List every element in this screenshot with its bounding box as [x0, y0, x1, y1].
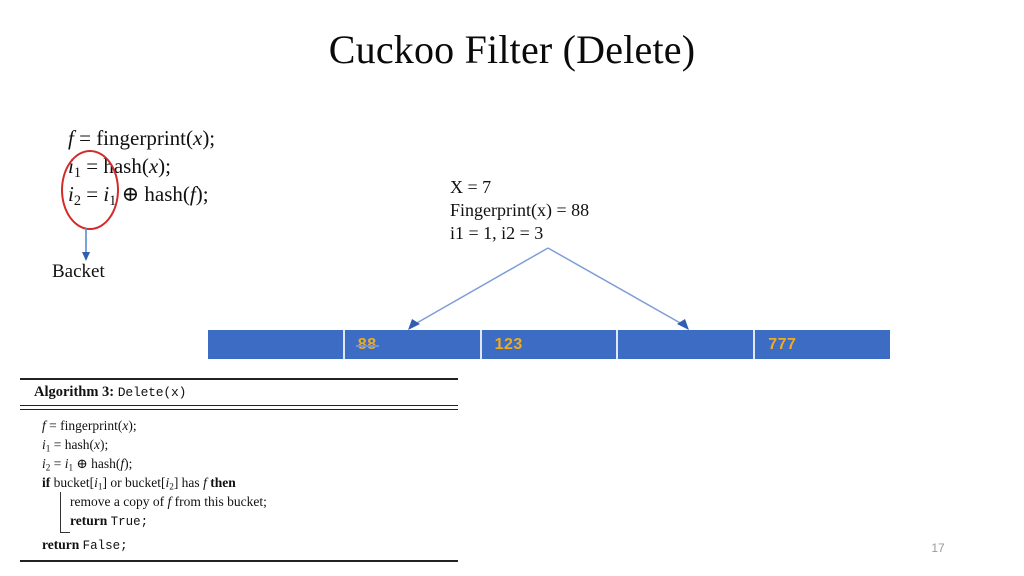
algo-keyword-then: then: [210, 475, 236, 490]
page-number: 17: [931, 541, 945, 555]
algorithm-line-6: return True;: [20, 511, 458, 530]
algorithm-line-1: f = fingerprint(x);: [20, 416, 458, 435]
algo-keyword-return-true: return: [70, 513, 108, 528]
formula-arg-x-2: x: [148, 154, 159, 178]
bucket-cell-2-value: 123: [494, 335, 523, 353]
formula-rhs-i1: i: [103, 182, 110, 206]
algo-l4-i1: i: [94, 475, 98, 490]
formula-equals-3: =: [86, 182, 99, 206]
algorithm-line-2: i1 = hash(x);: [20, 435, 458, 454]
backet-arrow-icon: [82, 228, 90, 261]
algo-l2-sub: 1: [45, 443, 51, 454]
algo-l4-has: ] has: [173, 475, 200, 490]
algo-l5-post: from this bucket;: [174, 494, 267, 509]
algorithm-line-4: if bucket[i1] or bucket[i2] has f then: [20, 473, 458, 492]
formula-line-3: i2 = i1 ⊕ hash(f);: [68, 180, 215, 209]
formula-fn-fingerprint: fingerprint(: [96, 126, 193, 150]
algo-l3-eq: =: [53, 456, 62, 471]
algo-l2-var: i: [42, 437, 46, 452]
algo-l5-pre: remove a copy of: [70, 494, 165, 509]
formula-line-2: i1 = hash(x);: [68, 152, 215, 181]
algo-l3-var2: i: [64, 456, 69, 471]
bucket-cell-4-value: 777: [768, 335, 797, 353]
algorithm-rule-top: [20, 378, 458, 380]
algorithm-box: Algorithm 3: Delete(x) f = fingerprint(x…: [20, 378, 458, 562]
formula-xor-operator: ⊕: [121, 182, 140, 206]
algo-l2-eq: =: [53, 437, 62, 452]
algo-l4-i1sub: 1: [97, 481, 103, 492]
example-line-fingerprint: Fingerprint(x) = 88: [450, 200, 590, 220]
example-line-x: X = 7: [450, 177, 492, 197]
formula-arg-f: f: [189, 182, 196, 206]
algo-l1-arg: x: [122, 418, 129, 433]
bucket-cell-1-value: 88: [355, 335, 379, 353]
formula-sub-2: 2: [73, 192, 81, 209]
formula-fn-hash: hash(: [103, 154, 149, 178]
backet-label: Backet: [52, 261, 105, 282]
algo-l1-end: );: [128, 418, 137, 433]
algo-l3-end: );: [124, 456, 133, 471]
branch-arrows-icon: [408, 247, 689, 330]
algo-l2-fn: hash(: [64, 437, 94, 452]
formula-line-1: f = fingerprint(x);: [68, 124, 215, 152]
formula-sub-1: 1: [73, 164, 81, 181]
algo-value-false: False;: [82, 539, 128, 553]
algo-l3-arg: f: [120, 456, 125, 471]
algo-l5-f: f: [167, 494, 172, 509]
algo-l2-end: );: [99, 437, 109, 452]
algo-l3-sub: 2: [45, 462, 51, 473]
formula-var-i2: i: [68, 182, 74, 206]
bucket-cell-1[interactable]: 88: [344, 330, 482, 359]
algorithm-rule-mid: [20, 405, 458, 410]
formula-line3-end: );: [195, 182, 209, 206]
algorithm-block-bracket: [60, 492, 70, 533]
algo-l1-eq: =: [49, 418, 57, 433]
algo-l1-fn: fingerprint(: [60, 418, 123, 433]
algorithm-label: Algorithm 3:: [34, 384, 115, 400]
algo-l3-sub2: 1: [68, 462, 74, 473]
formula-arg-x: x: [192, 126, 203, 150]
algorithm-header: Algorithm 3: Delete(x): [20, 380, 458, 405]
algo-l4-mid: ] or bucket[: [102, 475, 166, 490]
formula-line1-end: );: [202, 126, 216, 150]
algorithm-line-3: i2 = i1 ⊕ hash(f);: [20, 454, 458, 473]
algo-l4-i2: i: [165, 475, 170, 490]
page-title: Cuckoo Filter (Delete): [328, 27, 696, 72]
algo-keyword-return-false: return: [42, 537, 80, 552]
bucket-cell-2[interactable]: 123: [481, 330, 619, 359]
algorithm-signature: Delete(x): [117, 385, 187, 400]
formula-rhs-sub-1: 1: [109, 192, 117, 209]
algo-l3-op: ⊕: [76, 456, 88, 471]
algo-value-true: True;: [110, 515, 149, 529]
algo-l2-arg: x: [93, 437, 100, 452]
bucket-cell-4[interactable]: 777: [755, 330, 890, 359]
algorithm-rule-bottom: [20, 560, 458, 562]
formula-line2-end: );: [158, 154, 171, 178]
formula-block: f = fingerprint(x); i1 = hash(x); i2 = i…: [68, 124, 215, 209]
formula-equals-2: =: [86, 154, 99, 178]
example-line-indices: i1 = 1, i2 = 3: [450, 223, 544, 243]
algorithm-line-7: return False;: [20, 535, 458, 554]
algorithm-line-5: remove a copy of f from this bucket;: [20, 492, 458, 511]
algo-keyword-if: if: [42, 475, 51, 490]
bucket-cell-0[interactable]: [208, 330, 345, 359]
algo-l3-fn: hash(: [91, 456, 121, 471]
formula-equals: =: [79, 126, 91, 150]
algo-l3-var: i: [42, 456, 46, 471]
algo-l4-b1: bucket[: [53, 475, 95, 490]
algo-l1-var: f: [42, 418, 46, 433]
algorithm-body: f = fingerprint(x); i1 = hash(x); i2 = i…: [20, 410, 458, 560]
formula-fn-hash-2: hash(: [144, 182, 190, 206]
bucket-bar: 88 123 777: [208, 330, 890, 359]
example-values-block: X = 7 Fingerprint(x) = 88 i1 = 1, i2 = 3: [450, 176, 589, 245]
bucket-cell-3[interactable]: [618, 330, 756, 359]
formula-var-f: f: [68, 126, 74, 150]
algo-l4-i2sub: 2: [169, 481, 174, 492]
algo-l4-f: f: [203, 475, 207, 490]
formula-var-i1: i: [68, 154, 74, 178]
